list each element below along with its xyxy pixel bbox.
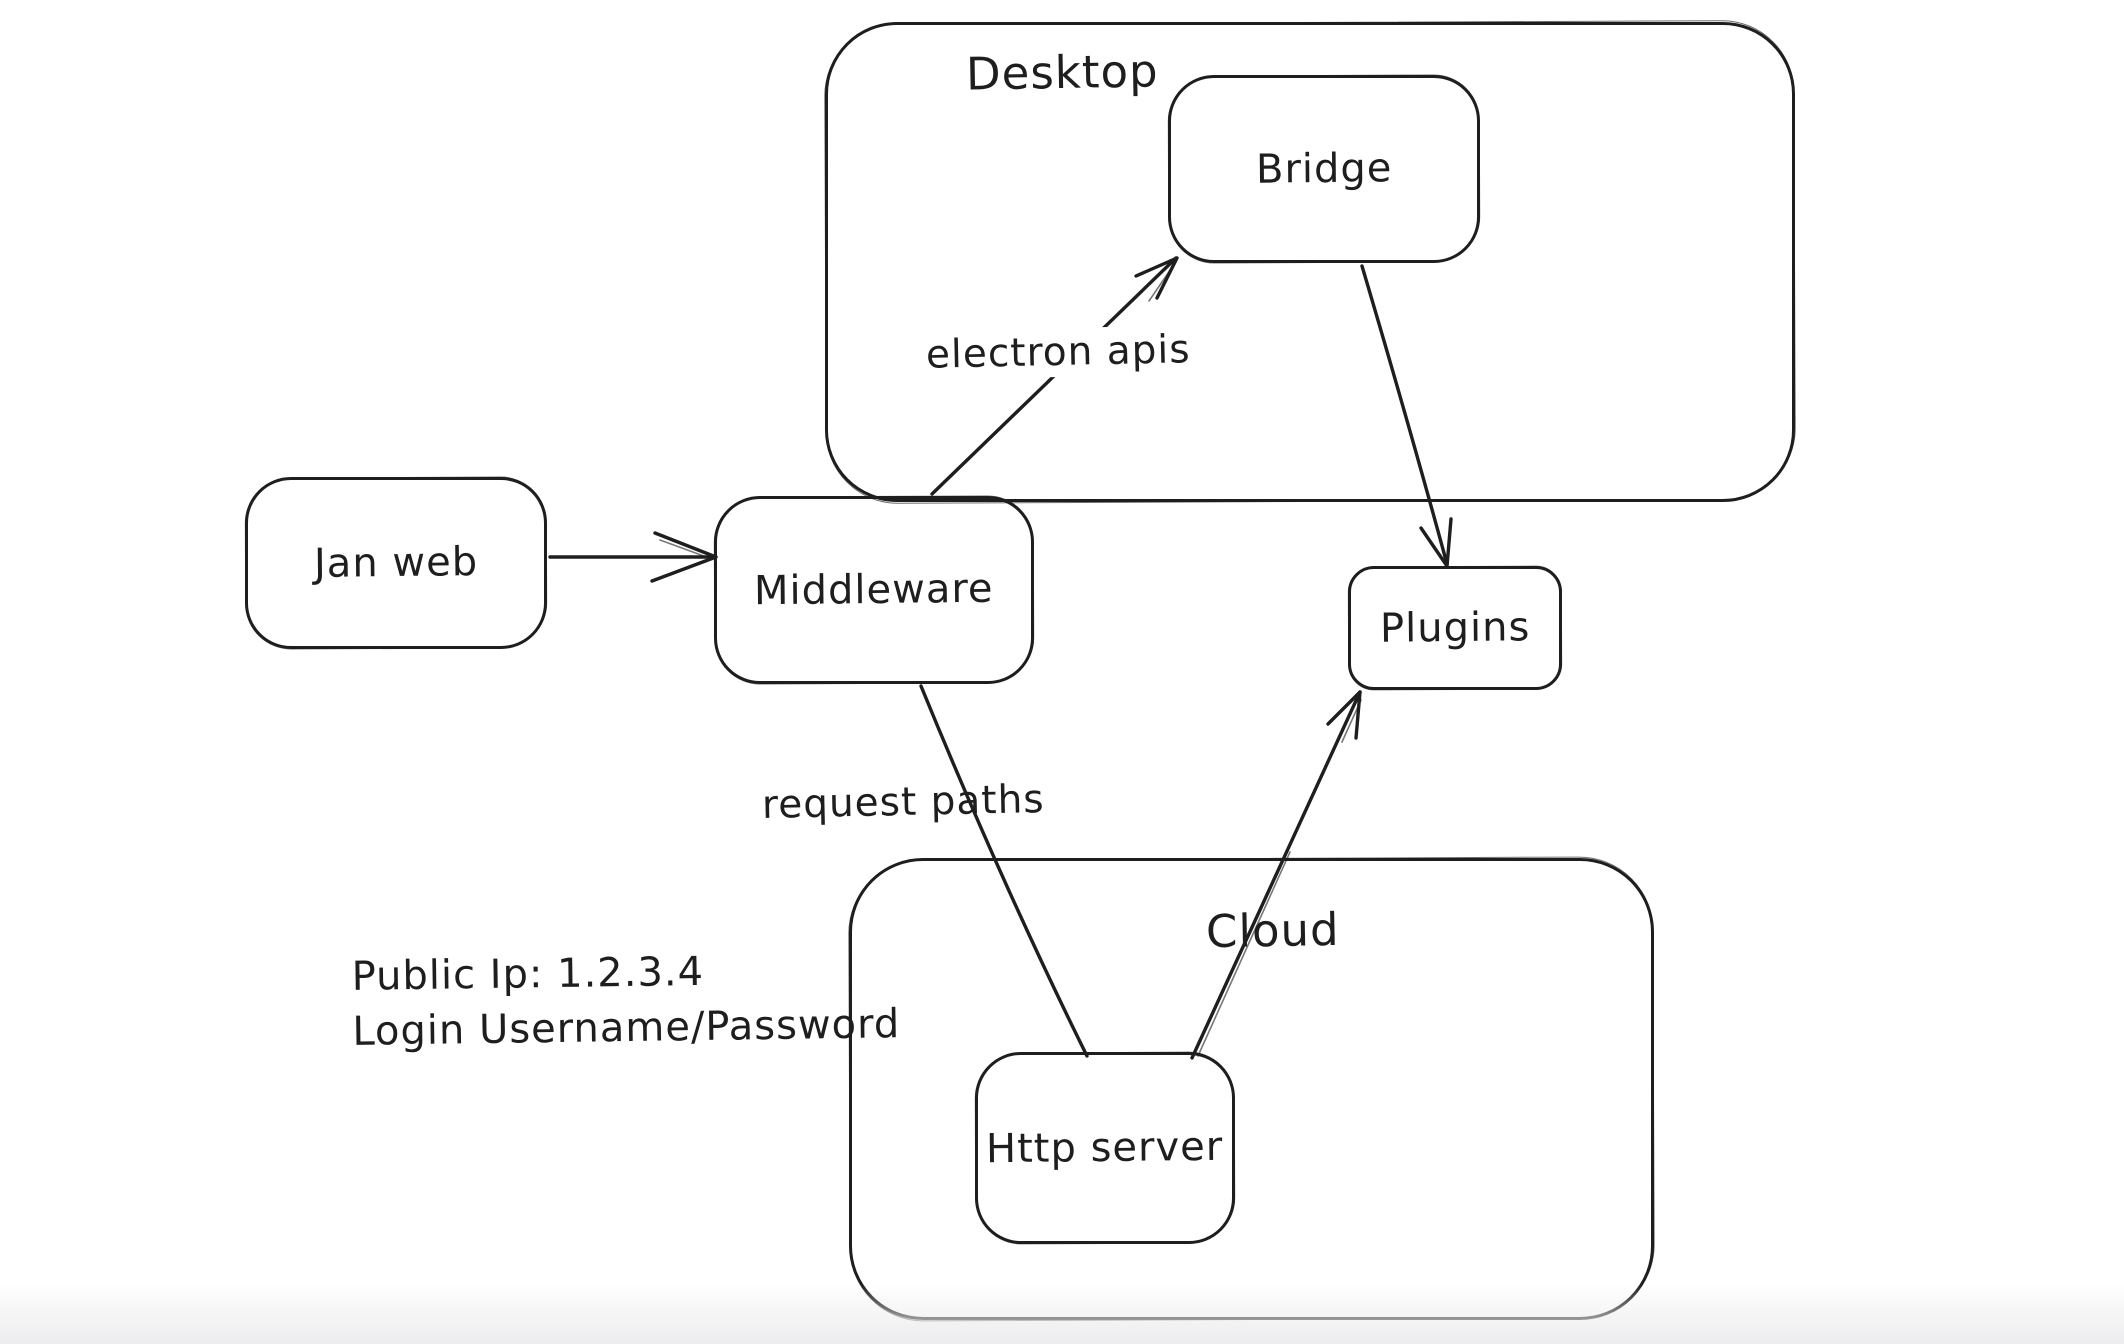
node-middleware-label: Middleware	[754, 565, 994, 615]
page-bottom-fade	[0, 1284, 2124, 1344]
node-http-server: Http server	[975, 1052, 1235, 1244]
node-jan-web-label: Jan web	[313, 539, 479, 587]
edge-label-electron-apis: electron apis	[915, 325, 1202, 380]
cloud-container-label: Cloud	[1205, 902, 1340, 959]
annotation-credentials: Public Ip: 1.2.3.4 Login Username/Passwo…	[351, 942, 900, 1060]
node-plugins: Plugins	[1348, 566, 1562, 690]
edge-janweb-to-middleware-arrowhead	[650, 531, 718, 583]
node-plugins-label: Plugins	[1379, 604, 1531, 652]
node-jan-web: Jan web	[245, 477, 547, 649]
edge-label-request-paths: request paths	[761, 777, 1046, 828]
edge-janweb-to-middleware-sketch	[659, 539, 713, 560]
desktop-container-box	[825, 22, 1795, 502]
annotation-public-ip: Public Ip: 1.2.3.4	[351, 948, 705, 1000]
edge-bridge-to-plugins-arrowhead	[1419, 517, 1453, 568]
edge-http-server-to-plugins-arrowhead	[1326, 690, 1362, 740]
node-bridge: Bridge	[1168, 75, 1480, 263]
node-middleware: Middleware	[714, 496, 1034, 684]
node-bridge-label: Bridge	[1255, 145, 1393, 193]
annotation-login: Login Username/Password	[352, 1001, 901, 1055]
desktop-container-label: Desktop	[965, 44, 1160, 101]
node-http-server-label: Http server	[986, 1123, 1224, 1173]
